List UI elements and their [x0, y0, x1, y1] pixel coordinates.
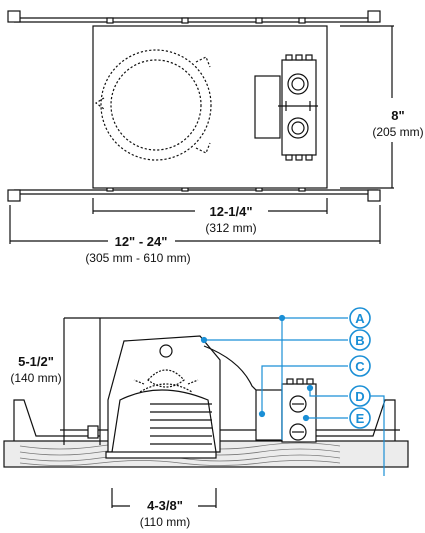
hanger-bar-top — [7, 10, 381, 24]
aperture-outline — [94, 49, 212, 161]
dimension-side-height — [63, 317, 280, 445]
housing-can — [105, 335, 221, 459]
callout-c-letter: C — [355, 359, 365, 374]
side-height-imperial-label: 5-1/2" — [18, 354, 54, 369]
dimension-height — [340, 25, 394, 189]
dimension-bar — [9, 205, 381, 244]
wire-harness — [203, 345, 259, 393]
callout-leaders — [200, 314, 385, 476]
width-imperial-label: 12-1/4" — [209, 204, 252, 219]
callout-e-letter: E — [356, 411, 365, 426]
top-view — [7, 10, 394, 244]
side-view — [3, 317, 409, 508]
aperture-imperial-label: 4-3/8" — [147, 498, 183, 513]
callout-d-letter: D — [355, 389, 364, 404]
callout-e: E — [349, 407, 371, 429]
callout-b-letter: B — [355, 333, 364, 348]
side-height-metric-label: (140 mm) — [10, 371, 61, 385]
callout-c: C — [349, 355, 371, 377]
callout-a-letter: A — [355, 311, 365, 326]
width-metric-label: (312 mm) — [205, 221, 256, 235]
callout-b: B — [349, 329, 371, 351]
callout-d: D — [349, 385, 371, 407]
dimension-aperture — [111, 488, 217, 508]
junction-box-top — [254, 54, 318, 161]
junction-box-side — [255, 378, 317, 443]
bar-metric-label: (305 mm - 610 mm) — [85, 251, 190, 265]
bar-imperial-label: 12" - 24" — [115, 234, 168, 249]
aperture-metric-label: (110 mm) — [140, 515, 190, 529]
height-imperial-label: 8" — [391, 108, 404, 123]
dimension-width — [92, 198, 328, 214]
callout-a: A — [349, 307, 371, 329]
height-metric-label: (205 mm) — [372, 125, 423, 139]
